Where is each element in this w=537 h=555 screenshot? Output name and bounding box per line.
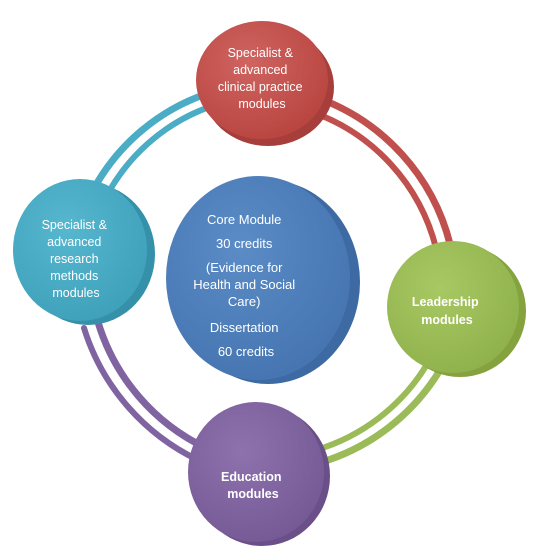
node-education: Education modules — [188, 402, 330, 546]
node-core: Core Module 30 credits (Evidence for Hea… — [166, 176, 360, 384]
arc-leadership-to-education — [318, 366, 444, 466]
node-leadership: Leadership modules — [387, 241, 526, 377]
node-clinical-label: Specialist & advanced clinical practice … — [218, 46, 306, 111]
arc-research-to-clinical — [86, 90, 210, 200]
node-core-label: Core Module 30 credits (Evidence for Hea… — [193, 212, 299, 359]
arc-education-to-research — [94, 318, 210, 452]
node-education-label: Education modules — [221, 470, 285, 501]
node-clinical: Specialist & advanced clinical practice … — [196, 21, 334, 146]
node-research: Specialist & advanced research methods m… — [13, 179, 155, 325]
node-leadership-label: Leadership modules — [412, 295, 482, 327]
node-research-label: Specialist & advanced research methods m… — [42, 218, 111, 300]
arc-clinical-to-leadership — [314, 94, 454, 248]
